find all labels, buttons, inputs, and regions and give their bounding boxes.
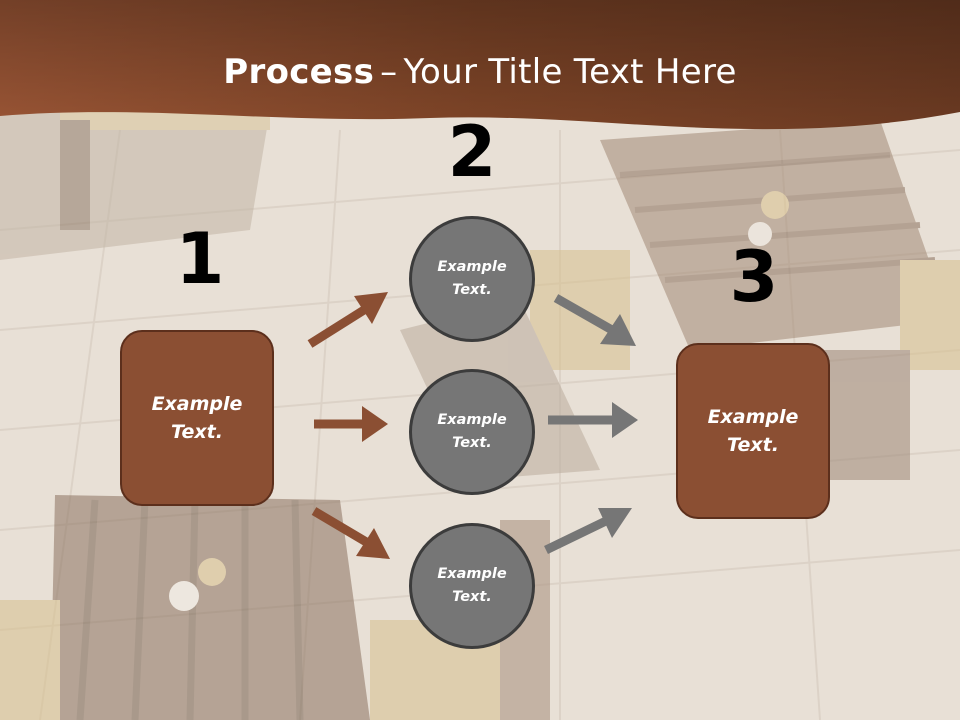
circle-top-text: Example Text. — [437, 258, 507, 298]
title-bold: Process — [223, 52, 375, 92]
step-number-1: 1 — [175, 218, 225, 300]
circle-middle: Example Text. — [409, 369, 535, 495]
right-process-box: Example Text. — [676, 343, 830, 519]
step-number-2: 2 — [447, 111, 497, 193]
circle-middle-text: Example Text. — [437, 411, 507, 451]
circle-bottom-text: Example Text. — [437, 565, 507, 605]
left-box-text: Example Text. — [151, 392, 243, 444]
circle-bottom: Example Text. — [409, 523, 535, 649]
right-box-text: Example Text. — [707, 405, 799, 457]
title-rest: Your Title Text Here — [403, 52, 737, 92]
slide-title: Process–Your Title Text Here — [0, 52, 960, 92]
title-separator: – — [380, 52, 398, 92]
circle-top: Example Text. — [409, 216, 535, 342]
left-process-box: Example Text. — [120, 330, 274, 506]
step-number-3: 3 — [729, 236, 779, 318]
